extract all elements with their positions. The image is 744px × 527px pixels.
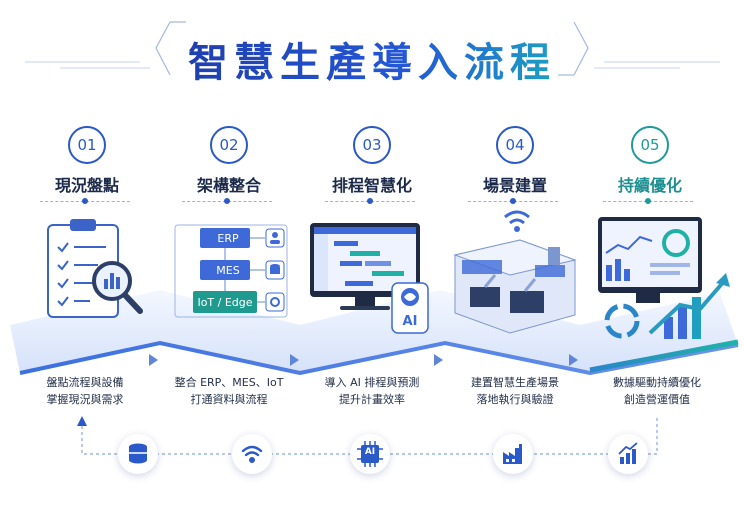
step-title-5: 持續優化: [617, 176, 682, 195]
erp-label: ERP: [217, 232, 239, 245]
separator-dot-1: [82, 198, 88, 204]
database-icon: [118, 434, 158, 474]
step-title-3: 排程智慧化: [331, 176, 412, 195]
step-desc-3: 導入 AI 排程與預測提升計畫效率: [324, 376, 420, 406]
growth-chart-icon: [608, 434, 648, 474]
step-desc-4: 建置智慧生產場景落地執行與驗證: [471, 376, 559, 406]
step-number-4: 04: [496, 126, 534, 164]
wifi-icon: [232, 434, 272, 474]
architecture-illustration: [174, 224, 288, 318]
page-title: 智慧生產導入流程: [188, 40, 556, 86]
step-number-1: 01: [68, 126, 106, 164]
separator-dot-5: [645, 198, 651, 204]
step-title-1: 現況盤點: [54, 176, 119, 195]
separator-dot-3: [367, 198, 373, 204]
flow-arrow-1: [149, 354, 158, 366]
mes-label: MES: [216, 264, 240, 277]
dashboard-growth-illustration: [598, 217, 730, 339]
step-desc-1: 盤點流程與設備掌握現況與需求: [46, 376, 124, 406]
scheduling-monitor-illustration: [310, 223, 429, 334]
step-title-2: 架構整合: [196, 176, 261, 195]
step-title-4: 場景建置: [482, 176, 547, 195]
flow-arrow-2: [290, 354, 299, 366]
factory-icon: [493, 434, 533, 474]
iot-edge-label: IoT / Edge: [197, 296, 253, 309]
ai-badge-label: AI: [402, 314, 418, 329]
factory-illustration: [453, 210, 577, 334]
separator-dot-2: [224, 198, 230, 204]
step-number-2: 02: [210, 126, 248, 164]
process-platform: [10, 210, 739, 375]
title-decoration: [25, 21, 720, 76]
ai-chip-icon: AI: [350, 434, 390, 474]
feedback-loop: [77, 416, 658, 455]
clipboard-illustration: [47, 219, 143, 318]
separator-dot-4: [510, 198, 516, 204]
step-desc-5: 數據驅動持續優化創造營運價值: [613, 376, 701, 406]
flow-arrow-4: [569, 354, 578, 366]
step-number-5: 05: [631, 126, 669, 164]
ai-chip-label: AI: [364, 447, 376, 457]
step-number-3: 03: [353, 126, 391, 164]
flow-arrow-3: [434, 354, 443, 366]
